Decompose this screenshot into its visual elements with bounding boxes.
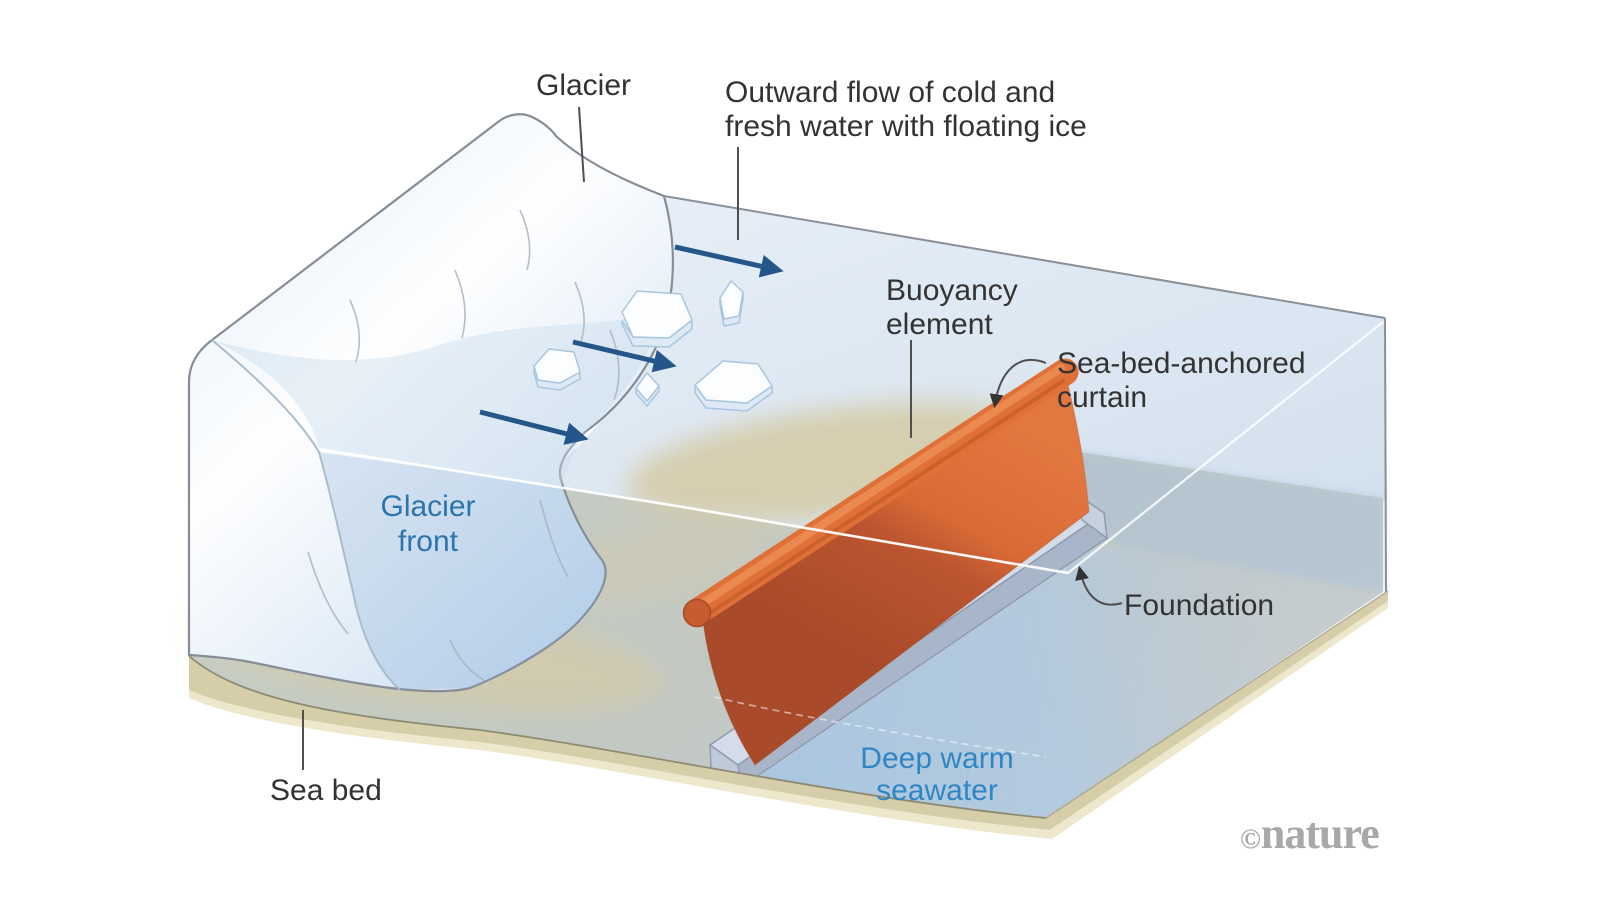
label-curtain-1: Sea-bed-anchored bbox=[1057, 347, 1306, 380]
curtain-seam-line bbox=[713, 696, 1047, 758]
glacier-crevasses bbox=[307, 209, 620, 681]
label-foundation: Foundation bbox=[1124, 589, 1274, 622]
waterline bbox=[318, 321, 1384, 575]
label-deep-warm-2: seawater bbox=[876, 774, 998, 807]
label-deep-warm-1: Deep warm bbox=[860, 742, 1013, 775]
ice-floe bbox=[621, 290, 693, 348]
watermark-brand: nature bbox=[1261, 809, 1379, 858]
nature-watermark: ©nature bbox=[1240, 809, 1379, 858]
curtain-leader-arrow bbox=[989, 358, 1047, 409]
label-outward-flow-1: Outward flow of cold and bbox=[725, 76, 1055, 109]
glacier-front-underwater bbox=[319, 452, 606, 690]
ice-floes bbox=[533, 280, 773, 412]
ice-floe bbox=[694, 360, 773, 412]
flow-arrow bbox=[674, 244, 784, 278]
seabed-strip bbox=[188, 590, 1389, 839]
scene-edges bbox=[663, 195, 1387, 593]
label-buoyancy-2: element bbox=[886, 308, 993, 341]
leader-lines bbox=[302, 106, 1123, 770]
label-buoyancy-1: Buoyancy bbox=[886, 274, 1018, 307]
ice-floe bbox=[533, 348, 581, 391]
watermark-copyright-icon: © bbox=[1240, 824, 1261, 855]
flow-arrows bbox=[479, 244, 784, 445]
labels: Glacier Outward flow of cold and fresh w… bbox=[270, 69, 1306, 807]
label-glacier-front-2: front bbox=[398, 525, 459, 558]
foundation-leader-arrow bbox=[1075, 565, 1123, 606]
glacier-leader bbox=[578, 106, 585, 183]
deep-warm-water bbox=[739, 546, 1380, 820]
ice-floe bbox=[719, 280, 744, 327]
label-outward-flow-2: fresh water with floating ice bbox=[725, 110, 1087, 143]
flow-arrow bbox=[572, 339, 677, 373]
label-glacier-front-1: Glacier bbox=[380, 490, 475, 523]
flow-arrow bbox=[479, 409, 589, 445]
tube-end-cap bbox=[682, 598, 712, 628]
label-sea-bed: Sea bed bbox=[270, 774, 382, 807]
label-curtain-2: curtain bbox=[1057, 381, 1147, 414]
curtain bbox=[700, 361, 1090, 766]
label-glacier: Glacier bbox=[536, 69, 631, 102]
ice-floe bbox=[635, 372, 660, 407]
glacier-corner-crease bbox=[211, 339, 401, 691]
right-wall-underwater bbox=[1040, 446, 1383, 592]
